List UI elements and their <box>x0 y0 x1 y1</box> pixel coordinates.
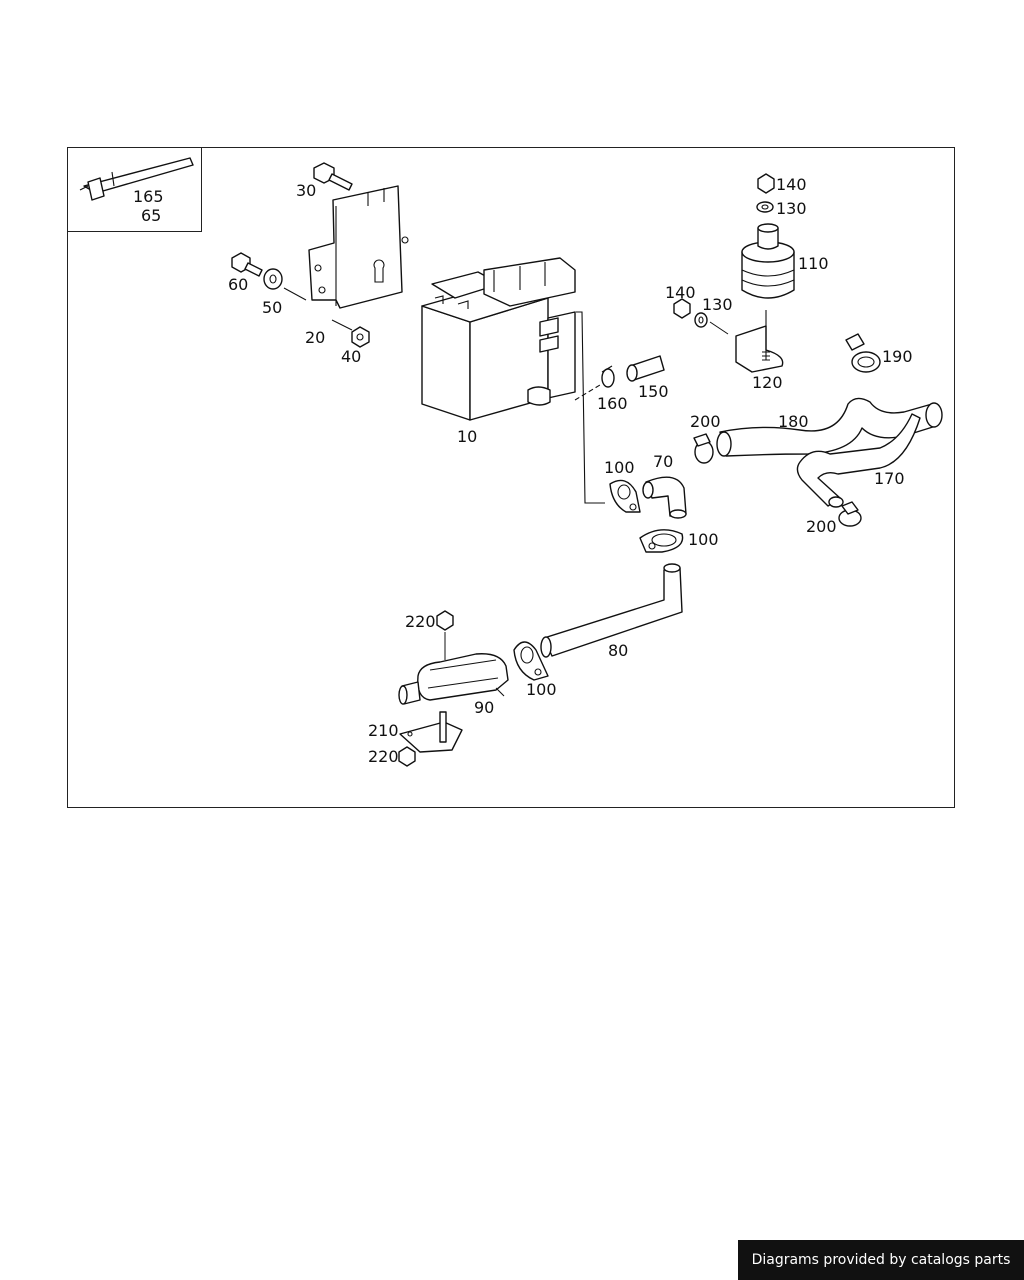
callout-150: 150 <box>638 382 669 401</box>
hose-150-part[interactable] <box>626 355 665 382</box>
nut-140-top-part[interactable] <box>757 173 775 194</box>
callout-90: 90 <box>474 698 494 717</box>
callout-200-top: 200 <box>690 412 721 431</box>
callout-60: 60 <box>228 275 248 294</box>
plate-210-part[interactable] <box>399 711 463 753</box>
filter-110-part[interactable] <box>741 223 795 299</box>
washer-50-part[interactable] <box>263 268 283 290</box>
callout-120: 120 <box>752 373 783 392</box>
callout-190: 190 <box>882 347 913 366</box>
nut-220-top-part[interactable] <box>436 610 454 631</box>
heater-unit-part[interactable] <box>421 257 576 421</box>
callout-100-middle: 100 <box>688 530 719 549</box>
clamp-190-part[interactable] <box>845 333 881 373</box>
inset-box <box>67 147 202 232</box>
callout-10: 10 <box>457 427 477 446</box>
callout-100-upper: 100 <box>604 458 635 477</box>
clamp-100-middle-part[interactable] <box>639 529 684 553</box>
callout-130-mid: 130 <box>702 295 733 314</box>
callout-65: 65 <box>141 206 161 225</box>
callout-170: 170 <box>874 469 905 488</box>
callout-160: 160 <box>597 394 628 413</box>
muffler-90-part[interactable] <box>398 653 509 705</box>
washer-130-top-part[interactable] <box>756 201 774 213</box>
callout-70: 70 <box>653 452 673 471</box>
callout-130-top: 130 <box>776 199 807 218</box>
clamp-100-lower-part[interactable] <box>513 641 549 681</box>
callout-30: 30 <box>296 181 316 200</box>
pipe-170-part[interactable] <box>796 413 921 508</box>
pipe-180-part[interactable] <box>716 397 943 457</box>
clamp-200-bottom-part[interactable] <box>838 501 862 527</box>
callout-200-bottom: 200 <box>806 517 837 536</box>
callout-80: 80 <box>608 641 628 660</box>
clamp-100-upper-part[interactable] <box>609 479 641 513</box>
nut-220-bottom-part[interactable] <box>398 746 416 767</box>
callout-210: 210 <box>368 721 399 740</box>
cable-tie-part[interactable] <box>79 157 194 201</box>
washer-130-mid-part[interactable] <box>694 312 708 328</box>
callout-165: 165 <box>133 187 164 206</box>
callout-110: 110 <box>798 254 829 273</box>
callout-20: 20 <box>305 328 325 347</box>
clamp-200-top-part[interactable] <box>693 433 714 464</box>
callout-140-mid: 140 <box>665 283 696 302</box>
bolt-60-part[interactable] <box>231 252 263 277</box>
pipe-80-part[interactable] <box>540 563 683 658</box>
nut-140-mid-part[interactable] <box>673 298 691 319</box>
bracket-plate-part[interactable] <box>308 185 409 309</box>
callout-100-lower: 100 <box>526 680 557 699</box>
nut-40-part[interactable] <box>351 326 370 348</box>
footer-credit: Diagrams provided by catalogs parts <box>738 1240 1024 1280</box>
bracket-120-part[interactable] <box>735 310 784 373</box>
clamp-160-part[interactable] <box>601 365 615 388</box>
callout-140-top: 140 <box>776 175 807 194</box>
callout-220-top: 220 <box>405 612 436 631</box>
callout-50: 50 <box>262 298 282 317</box>
elbow-70-part[interactable] <box>642 476 687 519</box>
diagram-frame <box>67 147 955 808</box>
bolt-30-part[interactable] <box>313 162 353 191</box>
callout-180: 180 <box>778 412 809 431</box>
callout-220-bottom: 220 <box>368 747 399 766</box>
callout-40: 40 <box>341 347 361 366</box>
